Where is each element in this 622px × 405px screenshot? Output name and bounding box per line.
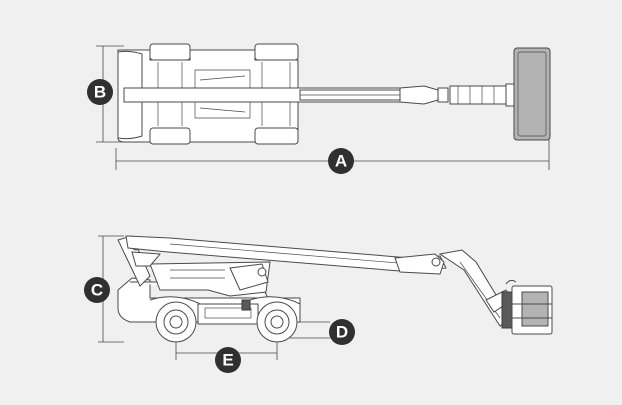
side-main-boom xyxy=(125,235,447,275)
dimension-badge-d: D xyxy=(329,319,355,345)
dimension-badge-e: E xyxy=(215,347,241,373)
rear-wheel xyxy=(256,301,298,343)
badge-a-label: A xyxy=(335,152,347,171)
side-view xyxy=(98,235,553,360)
side-jib xyxy=(438,249,513,327)
badge-d-label: D xyxy=(336,323,348,342)
top-boom xyxy=(123,83,515,107)
front-wheel xyxy=(155,301,197,343)
side-platform xyxy=(501,279,553,335)
side-turret xyxy=(117,235,271,297)
badge-e-label: E xyxy=(222,351,233,370)
dimension-badge-a: A xyxy=(328,148,354,174)
badge-b-label: B xyxy=(94,83,106,102)
top-view xyxy=(96,43,551,170)
dimension-badge-b: B xyxy=(87,79,113,105)
top-platform xyxy=(513,47,551,141)
dimension-badge-c: C xyxy=(84,277,110,303)
badge-c-label: C xyxy=(91,281,103,300)
